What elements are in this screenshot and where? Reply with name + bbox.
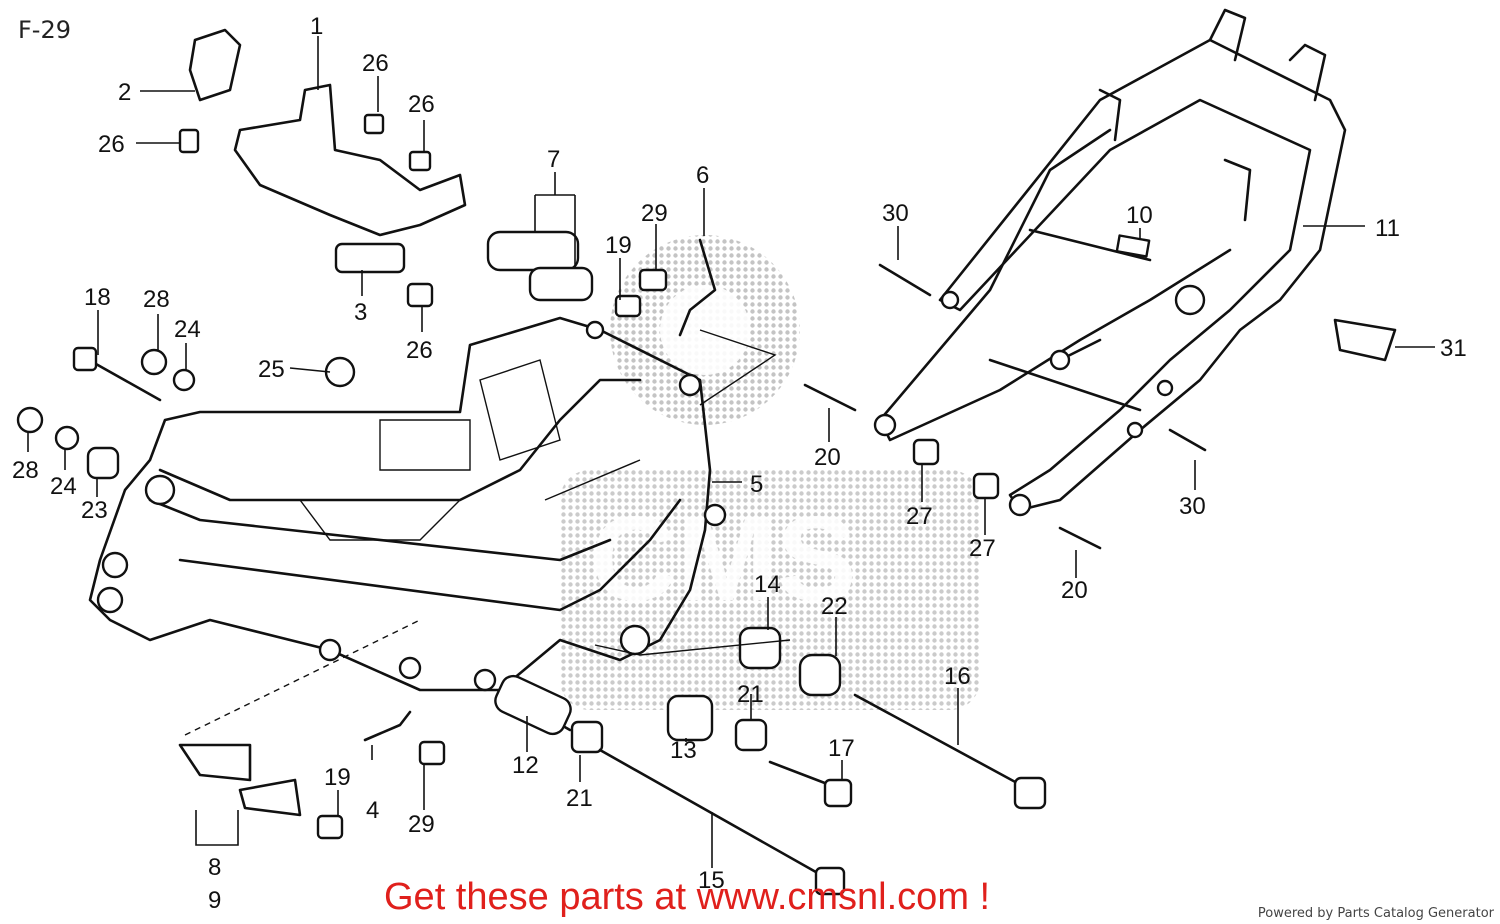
callout-5: 5 xyxy=(750,471,763,498)
callout-2: 2 xyxy=(118,79,131,106)
callout-27-upper: 27 xyxy=(906,503,933,530)
callout-6: 6 xyxy=(696,162,709,189)
callout-29-upper: 29 xyxy=(641,200,668,227)
rear-subframe xyxy=(873,8,1347,517)
reference-lines xyxy=(184,329,791,736)
callout-27-lower: 27 xyxy=(969,535,996,562)
callout-26-top: 26 xyxy=(362,50,389,77)
callout-26-lower: 26 xyxy=(406,337,433,364)
callout-21-left: 21 xyxy=(566,785,593,812)
callout-28-upper: 28 xyxy=(143,286,170,313)
callout-23: 23 xyxy=(81,497,108,524)
callout-3: 3 xyxy=(354,299,367,326)
callout-16: 16 xyxy=(944,663,971,690)
callout-28-left: 28 xyxy=(12,457,39,484)
callout-24-left: 24 xyxy=(50,473,77,500)
callout-14: 14 xyxy=(754,571,781,598)
small-parts xyxy=(16,28,1397,896)
callout-29-lower: 29 xyxy=(408,811,435,838)
callout-26-mid: 26 xyxy=(408,91,435,118)
callout-8: 8 xyxy=(208,854,221,881)
callout-20-upper: 20 xyxy=(814,444,841,471)
callout-1: 1 xyxy=(310,13,323,40)
callout-19-upper: 19 xyxy=(605,232,632,259)
callout-10: 10 xyxy=(1126,202,1153,229)
watermark-logo: CMS xyxy=(560,235,980,710)
callout-19-lower: 19 xyxy=(324,764,351,791)
callout-25: 25 xyxy=(258,356,285,383)
leader-lines xyxy=(27,36,1435,868)
callout-11: 11 xyxy=(1375,215,1400,242)
callout-9: 9 xyxy=(208,887,221,914)
callout-17: 17 xyxy=(828,735,855,762)
callout-7: 7 xyxy=(547,146,560,173)
callout-26-left: 26 xyxy=(98,131,125,158)
promo-link[interactable]: Get these parts at www.cmsnl.com ! xyxy=(384,876,991,918)
callout-12: 12 xyxy=(512,752,539,779)
callout-4: 4 xyxy=(366,797,379,824)
footer-credit: Powered by Parts Catalog Generator xyxy=(1257,906,1494,921)
callout-21-right: 21 xyxy=(737,681,764,708)
callout-31: 31 xyxy=(1440,335,1467,362)
callout-30-lower: 30 xyxy=(1179,493,1206,520)
callout-13: 13 xyxy=(670,737,697,764)
callout-22: 22 xyxy=(821,593,848,620)
main-frame xyxy=(88,316,727,692)
callout-24-right: 24 xyxy=(174,316,201,343)
callout-18: 18 xyxy=(84,284,111,311)
callout-30-upper: 30 xyxy=(882,200,909,227)
callout-20-lower: 20 xyxy=(1061,577,1088,604)
callout-labels: 1 2 3 4 5 6 7 8 9 10 11 12 13 14 15 16 1… xyxy=(12,13,1467,914)
page-code: F-29 xyxy=(18,16,72,44)
callout-15: 15 xyxy=(698,867,725,894)
